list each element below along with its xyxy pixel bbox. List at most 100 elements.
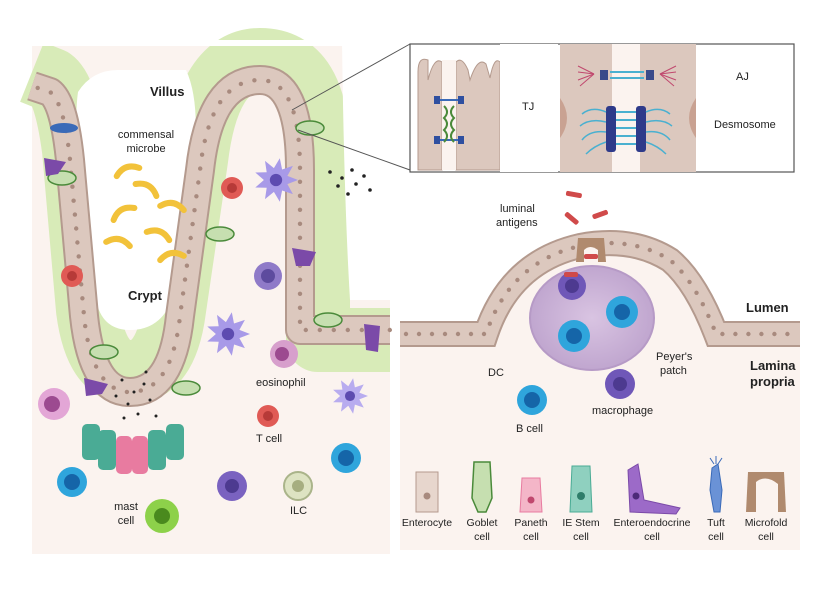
nucleus	[303, 327, 308, 333]
nucleus	[66, 142, 71, 148]
nucleus	[468, 331, 474, 337]
nucleus	[720, 331, 725, 337]
luminal-antigens	[564, 190, 608, 277]
legend-item-enterocyte: Enterocyte	[402, 471, 452, 529]
label-macrophage: macrophage	[592, 405, 653, 417]
svg-text:Microfold: Microfold	[745, 517, 788, 529]
label-mast-1: mast	[114, 501, 138, 513]
nucleus	[72, 212, 78, 217]
nucleus	[558, 249, 563, 254]
label-luminal-1: luminal	[500, 203, 535, 215]
nucleus	[515, 277, 520, 283]
ie-stem-cell	[148, 430, 166, 470]
nucleus	[297, 305, 303, 310]
nucleus	[60, 115, 66, 120]
label-aj: AJ	[736, 71, 749, 83]
nucleus	[759, 331, 764, 337]
nucleus	[291, 110, 296, 115]
enteroendocrine-cell	[364, 324, 380, 352]
nucleus	[387, 327, 392, 333]
nucleus	[296, 137, 301, 142]
svg-text:cell: cell	[523, 531, 539, 543]
nucleus	[570, 245, 576, 250]
nucleus	[202, 138, 207, 144]
nucleus	[138, 388, 143, 393]
nucleus	[196, 180, 201, 185]
nucleus	[609, 240, 614, 246]
label-eosinophil: eosinophil	[256, 377, 306, 389]
nucleus	[535, 261, 540, 266]
nucleus	[48, 90, 53, 95]
label-peyers-2: patch	[660, 365, 687, 377]
nucleus	[278, 85, 283, 91]
label-villus: Villus	[150, 84, 184, 99]
nucleus	[659, 253, 664, 258]
label-peyers-1: Peyer's	[656, 351, 693, 363]
label-lamina-1: Lamina	[750, 358, 796, 373]
secretion-dots	[114, 370, 158, 420]
goblet-cell	[205, 226, 235, 242]
commensal-microbe	[132, 180, 160, 199]
paneth-cell	[132, 436, 148, 474]
nucleus	[175, 332, 180, 338]
nucleus	[297, 193, 303, 198]
svg-text:cell: cell	[474, 531, 490, 543]
nucleus	[317, 327, 322, 333]
label-lumen: Lumen	[746, 300, 789, 315]
nucleus	[297, 291, 303, 296]
commensal-microbe	[103, 235, 133, 250]
nucleus	[188, 235, 193, 241]
nucleus	[706, 313, 711, 319]
label-lamina-2: propria	[750, 374, 796, 389]
crypt-lumen	[76, 70, 196, 330]
nucleus	[35, 85, 40, 91]
ie-stem-cell	[82, 424, 100, 460]
nucleus	[167, 359, 172, 364]
label-commensal-2: microbe	[126, 143, 165, 155]
nucleus	[75, 240, 80, 245]
label-b-cell: B cell	[516, 423, 543, 435]
nucleus	[184, 263, 190, 268]
nucleus	[76, 254, 81, 259]
junction-inset: TJ	[409, 43, 795, 173]
legend-item-ie-stem: IE Stem cell	[562, 465, 600, 543]
nucleus	[506, 287, 512, 292]
nucleus	[124, 389, 130, 395]
commensal-microbe	[157, 249, 187, 264]
nucleus	[297, 319, 303, 324]
nucleus	[416, 331, 422, 337]
nucleus	[297, 207, 303, 212]
nucleus	[218, 100, 223, 105]
nucleus	[499, 298, 504, 303]
nucleus	[524, 269, 530, 274]
ie-stem-cell-icon	[569, 465, 593, 513]
nucleus	[81, 310, 86, 315]
secretion-dots-villus	[328, 168, 372, 196]
aj-desmosome-panel	[560, 44, 696, 172]
enterocyte-icon	[415, 471, 439, 513]
label-mast-2: cell	[118, 515, 135, 527]
nucleus	[785, 331, 790, 337]
svg-text:cell: cell	[758, 531, 774, 543]
label-dc: DC	[488, 367, 504, 379]
nucleus	[746, 331, 751, 337]
svg-text:Enterocyte: Enterocyte	[402, 517, 452, 529]
nucleus	[252, 78, 257, 83]
nucleus	[71, 198, 76, 203]
nucleus	[297, 165, 303, 170]
label-crypt: Crypt	[128, 288, 163, 303]
nucleus	[266, 78, 271, 84]
svg-text:cell: cell	[573, 531, 589, 543]
nucleus	[186, 249, 191, 254]
nucleus	[192, 208, 197, 213]
enteroendocrine-cell	[292, 248, 316, 266]
nucleus	[297, 151, 302, 156]
svg-text:Enteroendocrine: Enteroendocrine	[613, 517, 690, 529]
nucleus	[286, 97, 291, 102]
nucleus	[687, 279, 692, 285]
commensal-microbe	[143, 227, 173, 244]
nucleus	[160, 371, 165, 377]
nucleus	[151, 382, 156, 387]
svg-text:IE Stem: IE Stem	[562, 517, 600, 529]
commensal-microbe	[113, 163, 143, 180]
